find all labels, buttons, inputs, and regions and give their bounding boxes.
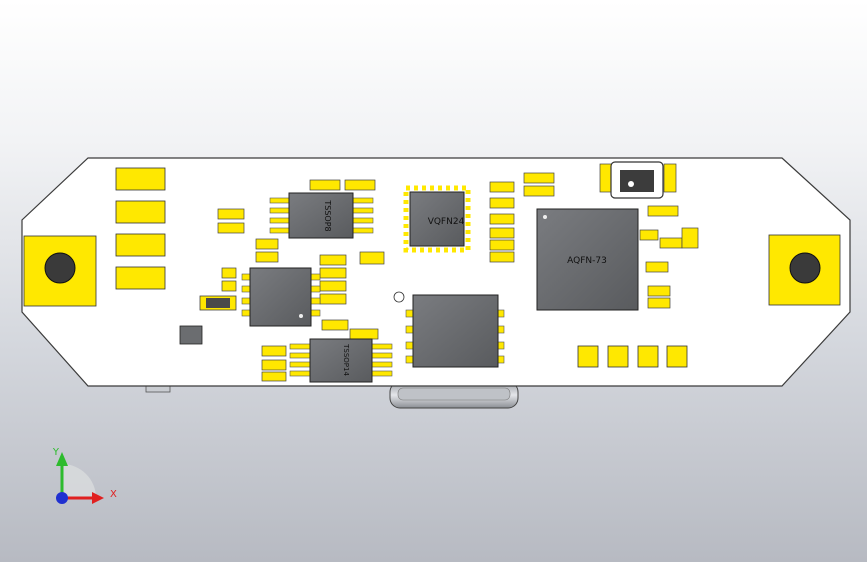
chip-small-top-right xyxy=(610,161,664,199)
label-vqfn24: VQFN24 xyxy=(428,217,465,227)
chip-vqfn24 xyxy=(403,185,471,253)
mounting-pad-right xyxy=(768,234,841,306)
label-tssop8: TSSOP8 xyxy=(323,199,332,231)
chip-lga-module xyxy=(393,291,505,368)
chip-qfn-left xyxy=(241,267,321,327)
axis-label-x: X xyxy=(110,489,117,500)
usb-connector xyxy=(389,381,519,409)
crystal-component xyxy=(199,295,237,311)
label-tssop14: TSSOP14 xyxy=(342,343,350,376)
label-aqfn73: AQFN-73 xyxy=(567,256,607,266)
test-pads-bottom-right xyxy=(577,345,688,368)
chip-tssop8 xyxy=(269,192,374,239)
axis-label-y: Y xyxy=(52,447,60,458)
mounting-pad-left xyxy=(23,235,97,307)
chip-aqfn73 xyxy=(536,208,639,311)
chip-tssop14 xyxy=(289,338,393,383)
coordinate-triad xyxy=(56,452,104,504)
small-sensor xyxy=(179,325,203,345)
edge-pads-left xyxy=(115,167,166,290)
passive-components xyxy=(217,163,699,382)
